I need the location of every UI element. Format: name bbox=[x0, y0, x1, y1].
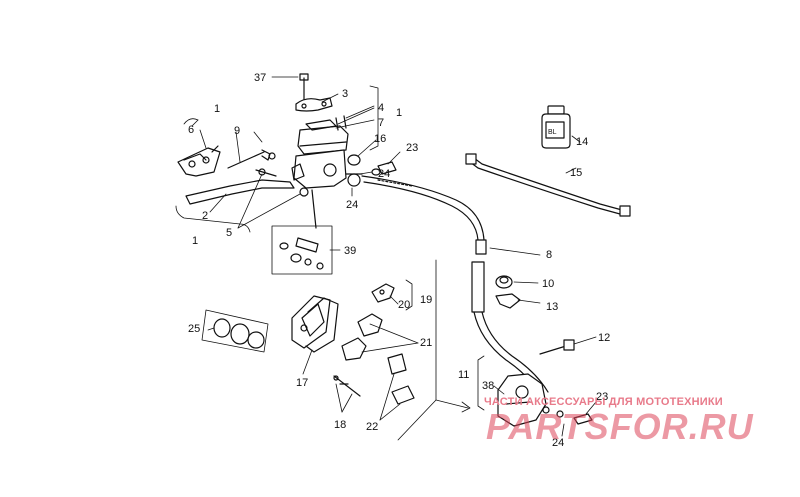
callout-1: 1 bbox=[214, 103, 220, 115]
callout-3: 3 bbox=[342, 88, 348, 100]
callout-4: 4 bbox=[378, 102, 384, 114]
bolt-part-12 bbox=[539, 339, 575, 355]
callout-6: 6 bbox=[188, 124, 194, 136]
callout-18: 18 bbox=[334, 419, 346, 431]
callout-24: 24 bbox=[552, 437, 564, 449]
brake-caliper-part-38 bbox=[497, 373, 564, 427]
callout-37: 37 bbox=[254, 72, 266, 84]
callout-21: 21 bbox=[420, 337, 432, 349]
piston-kit-box-part-39 bbox=[271, 225, 333, 275]
callout-38: 38 bbox=[482, 380, 494, 392]
callout-5: 5 bbox=[226, 227, 232, 239]
callout-23: 23 bbox=[406, 142, 418, 154]
callout-16: 16 bbox=[374, 133, 386, 145]
brake-hose-part-8 bbox=[361, 175, 549, 397]
cable-part-15 bbox=[465, 153, 631, 217]
brake-fluid-bottle-part-14 bbox=[541, 105, 571, 149]
bushing-part-22 bbox=[387, 353, 415, 405]
master-cylinder-body bbox=[291, 125, 349, 229]
callout-22: 22 bbox=[366, 421, 378, 433]
callout-14: 14 bbox=[576, 136, 588, 148]
callout-8: 8 bbox=[546, 249, 552, 261]
bleeder-part-23-bottom bbox=[573, 413, 593, 425]
pivot-bolt-part-5 bbox=[255, 168, 309, 197]
caliper-piston-set-part-25 bbox=[201, 309, 269, 353]
lever-pin-part-9 bbox=[227, 149, 276, 169]
callout-11: 11 bbox=[458, 369, 469, 381]
callout-15: 15 bbox=[570, 167, 582, 179]
leader-lines bbox=[175, 76, 597, 441]
callout-1: 1 bbox=[396, 107, 402, 119]
callout-1: 1 bbox=[192, 235, 198, 247]
brake-pads-part-17 bbox=[291, 295, 339, 353]
pin-part-18 bbox=[333, 375, 361, 397]
banjo-bolt-part-16 bbox=[345, 154, 363, 187]
callout-19: 19 bbox=[420, 294, 432, 306]
grommet-part-10 bbox=[495, 275, 513, 289]
callout-10: 10 bbox=[542, 278, 554, 290]
callout-9: 9 bbox=[234, 125, 240, 137]
lever-bracket-part-6 bbox=[177, 145, 221, 177]
callout-24: 24 bbox=[378, 168, 390, 180]
callout-24: 24 bbox=[346, 199, 358, 211]
callout-39: 39 bbox=[344, 245, 356, 257]
brake-lever-part-2 bbox=[185, 179, 295, 205]
callout-2: 2 bbox=[202, 210, 208, 222]
callout-13: 13 bbox=[546, 301, 558, 313]
cap-part-7 bbox=[305, 119, 337, 131]
callout-23: 23 bbox=[596, 391, 608, 403]
watermark-caption: ЧАСТИ АКСЕССУАРЫ ДЛЯ МОТОТЕХНИКИ bbox=[484, 396, 723, 408]
spring-part-21 bbox=[341, 313, 383, 361]
clip-part-13 bbox=[495, 293, 521, 309]
bracket-part-20 bbox=[371, 283, 395, 303]
callout-labels: 1 1 1 2 3 4 5 6 7 8 9 10 11 12 13 14 15 … bbox=[188, 72, 610, 449]
callout-17: 17 bbox=[296, 377, 308, 389]
callout-20: 20 bbox=[398, 299, 410, 311]
fluid-bottle-label: BL bbox=[548, 129, 557, 136]
callout-7: 7 bbox=[378, 117, 384, 129]
watermark-logo: PARTSFOR.RU bbox=[486, 406, 754, 447]
callout-12: 12 bbox=[598, 332, 610, 344]
callout-25: 25 bbox=[188, 323, 200, 335]
bolt-part-37 bbox=[299, 73, 309, 103]
